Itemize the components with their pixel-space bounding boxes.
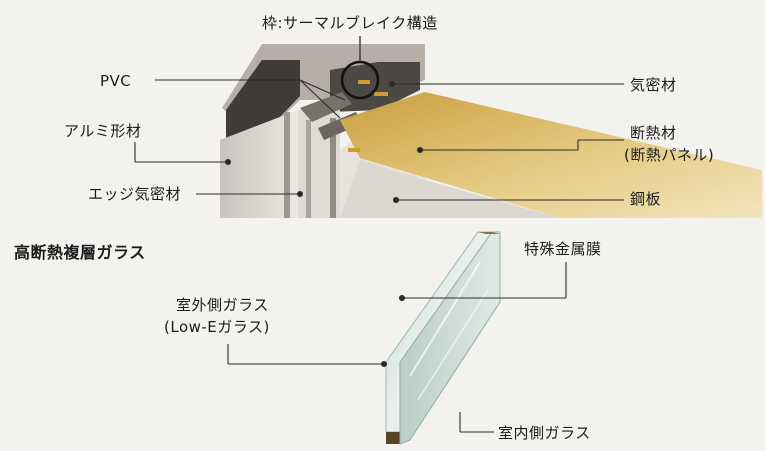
insulation-panel-label: (断熱パネル) xyxy=(624,146,715,164)
aluminum-rib-1 xyxy=(284,112,290,218)
low-e-glass-label: (Low-Eガラス) xyxy=(164,318,270,336)
aluminum-rib-3 xyxy=(330,118,336,218)
inner-glass-label: 室内側ガラス xyxy=(498,424,591,442)
frame-cavity-right xyxy=(330,62,420,112)
insulation-panel xyxy=(340,92,762,218)
glass-unit xyxy=(385,231,501,445)
metal-film-label: 特殊金属膜 xyxy=(524,240,602,258)
pvc-label: PVC xyxy=(100,72,132,90)
double-glazing-title: 高断熱複層ガラス xyxy=(14,243,146,262)
upper-leader-lines xyxy=(134,79,624,204)
edge-seal-label: エッジ気密材 xyxy=(88,185,182,203)
airtight-material-label: 気密材 xyxy=(630,76,677,94)
insulation-label: 断熱材 xyxy=(630,124,677,142)
aluminum-front-face xyxy=(220,110,298,218)
outer-glass-label: 室外側ガラス xyxy=(176,296,269,314)
aluminum-profile-label: アルミ形材 xyxy=(64,122,142,140)
gasket-low xyxy=(348,148,360,152)
lower-leader-lines xyxy=(227,262,567,433)
frame-thermal-break-label: 枠:サーマルブレイク構造 xyxy=(262,14,438,32)
steel-plate-label: 鋼板 xyxy=(630,190,662,208)
pvc-break-strip xyxy=(300,92,352,122)
inner-glass-pane xyxy=(399,231,501,445)
glass-top-edge xyxy=(478,232,500,234)
aluminum-rib-2 xyxy=(306,120,311,218)
frame-cross-section xyxy=(220,36,762,218)
gasket-top xyxy=(358,80,370,84)
glass-spacer-edge xyxy=(386,432,400,444)
gasket-mid xyxy=(374,92,388,96)
steel-plate xyxy=(340,160,560,218)
